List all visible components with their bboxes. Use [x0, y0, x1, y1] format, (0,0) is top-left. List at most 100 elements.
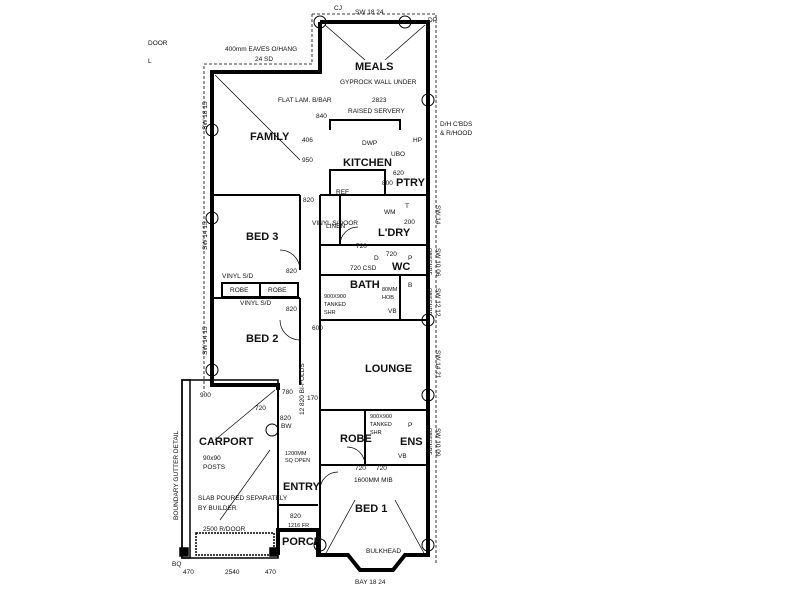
note-b: B [408, 282, 412, 289]
room-robe: ROBE [340, 433, 372, 445]
note-builder: BY BUILDER [198, 505, 237, 512]
room-entry: ENTRY [283, 481, 321, 493]
note-720d: 720 [355, 465, 366, 472]
note-720a: 720 [356, 243, 367, 250]
note-bw: BW [281, 423, 292, 430]
note-vinyl-sd1: VINYL S/D [222, 273, 253, 280]
note-eaves: 400mm EAVES O/HANG [225, 46, 297, 53]
room-meals: MEALS [355, 61, 394, 73]
note-bulkhead: BULKHEAD [366, 548, 401, 555]
note-vb1: VB [388, 308, 397, 315]
note-820c: 820 [286, 306, 297, 313]
note-720b: 720 [386, 251, 397, 258]
room-ptry: PTRY [396, 177, 426, 189]
note-900: 900 [200, 392, 211, 399]
note-mib: 1600MM MIB [354, 477, 393, 484]
room-porch: PORCH [282, 536, 322, 548]
note-l-frag: L [148, 58, 152, 65]
note-820a: 820 [303, 197, 314, 204]
note-obscure1: OBSCURE [426, 248, 432, 276]
note-fr: 1216 FR [288, 523, 309, 529]
note-780: 780 [282, 389, 293, 396]
note-flat-lam: FLAT LAM. B/BAR [278, 97, 332, 104]
note-950: 950 [302, 157, 313, 164]
note-sw-r5: SW 10 09 [434, 428, 441, 457]
note-hp: HP [413, 137, 422, 144]
note-170: 170 [307, 395, 318, 402]
door-swings [279, 226, 366, 491]
note-cj: CJ [334, 5, 342, 12]
note-rhood: & R/HOOD [440, 130, 472, 137]
note-tanked1: 900X900 [324, 294, 346, 300]
note-720e: 720 [376, 465, 387, 472]
note-820b: 820 [286, 268, 297, 275]
note-840: 840 [316, 113, 327, 120]
cj-markers [205, 15, 435, 552]
note-vb2: VB [398, 453, 407, 460]
room-wc: WC [392, 261, 410, 273]
note-820d: 820 [280, 415, 291, 422]
note-dc-bds: D/H C'BDS [440, 121, 473, 128]
note-sw-l2: SW 14 15 [202, 221, 209, 250]
note-raised-servery: RAISED SERVERY [348, 108, 406, 115]
note-720c: 720 [255, 405, 266, 412]
note-slab: SLAB POURED SEPARATELY [198, 495, 288, 502]
note-820e: 820 [290, 513, 301, 520]
note-rdoor: 2500 R/DOOR [203, 526, 246, 533]
note-620: 620 [393, 170, 404, 177]
note-2823: 2823 [372, 97, 387, 104]
note-sw-l3: SW 14 15 [202, 326, 209, 355]
note-sw-l1: SW 18 15 [202, 101, 209, 130]
note-d: D [374, 255, 379, 262]
note-posts: 90x90 [203, 455, 221, 462]
room-family: FAMILY [250, 131, 290, 143]
note-csd: 720 CSD [350, 265, 377, 272]
room-carport: CARPORT [199, 436, 254, 448]
room-kitchen: KITCHEN [343, 157, 392, 169]
room-lounge: LOUNGE [365, 363, 412, 375]
note-linen: LINEN [326, 223, 345, 230]
room-ens: ENS [400, 436, 423, 448]
note-sq-open: 1200MM [285, 451, 307, 457]
note-600: 600 [312, 325, 323, 332]
note-dwp: DWP [362, 140, 377, 147]
note-406: 406 [302, 137, 313, 144]
note-ref: REF [336, 189, 349, 196]
note-bq: BQ [172, 561, 181, 568]
note-vinyl-sdoor: VINYL S/DOOR [312, 220, 358, 227]
note-wm: WM [384, 209, 396, 216]
eaves-outline [203, 13, 437, 565]
note-obscure3: OBSCURE [426, 428, 432, 456]
note-hob: 80MM [382, 287, 398, 293]
room-bed1: BED 1 [355, 503, 387, 515]
note-sw-r3: SW 12 12 [434, 288, 441, 317]
room-bed3: BED 3 [246, 231, 278, 243]
note-obscure2: OBSCURE [426, 288, 432, 316]
note-tanked1c: SHR [324, 310, 336, 316]
note-p1: P [408, 255, 412, 262]
note-200: 200 [404, 219, 415, 226]
note-sq-open2: SQ OPEN [285, 458, 310, 464]
note-470b: 470 [265, 569, 276, 576]
note-door-frag: DOOR [148, 40, 168, 47]
ceiling-lines [214, 24, 426, 556]
note-dp: DP [428, 17, 437, 24]
room-bath: BATH [350, 279, 380, 291]
note-tanked2b: TANKED [370, 422, 392, 428]
note-bay: BAY 18 24 [355, 579, 386, 586]
note-800: 800 [382, 180, 393, 187]
note-sw-r4: SW 14 21 [434, 350, 441, 379]
note-boundary: BOUNDARY GUTTER DETAIL [173, 430, 180, 520]
note-tanked1b: TANKED [324, 302, 346, 308]
note-posts2: POSTS [203, 464, 226, 471]
note-gyprock: GYPROCK WALL UNDER [340, 79, 417, 86]
note-p2: P [408, 422, 412, 429]
note-sw-top: SW 18 24 [355, 9, 384, 16]
note-top-dim: 24 SD [255, 56, 273, 63]
room-bed2: BED 2 [246, 333, 278, 345]
note-470a: 470 [183, 569, 194, 576]
carport [179, 379, 279, 559]
note-2540: 2540 [225, 569, 240, 576]
note-bifolds: 12 820 BI-FOLDS [299, 363, 306, 415]
